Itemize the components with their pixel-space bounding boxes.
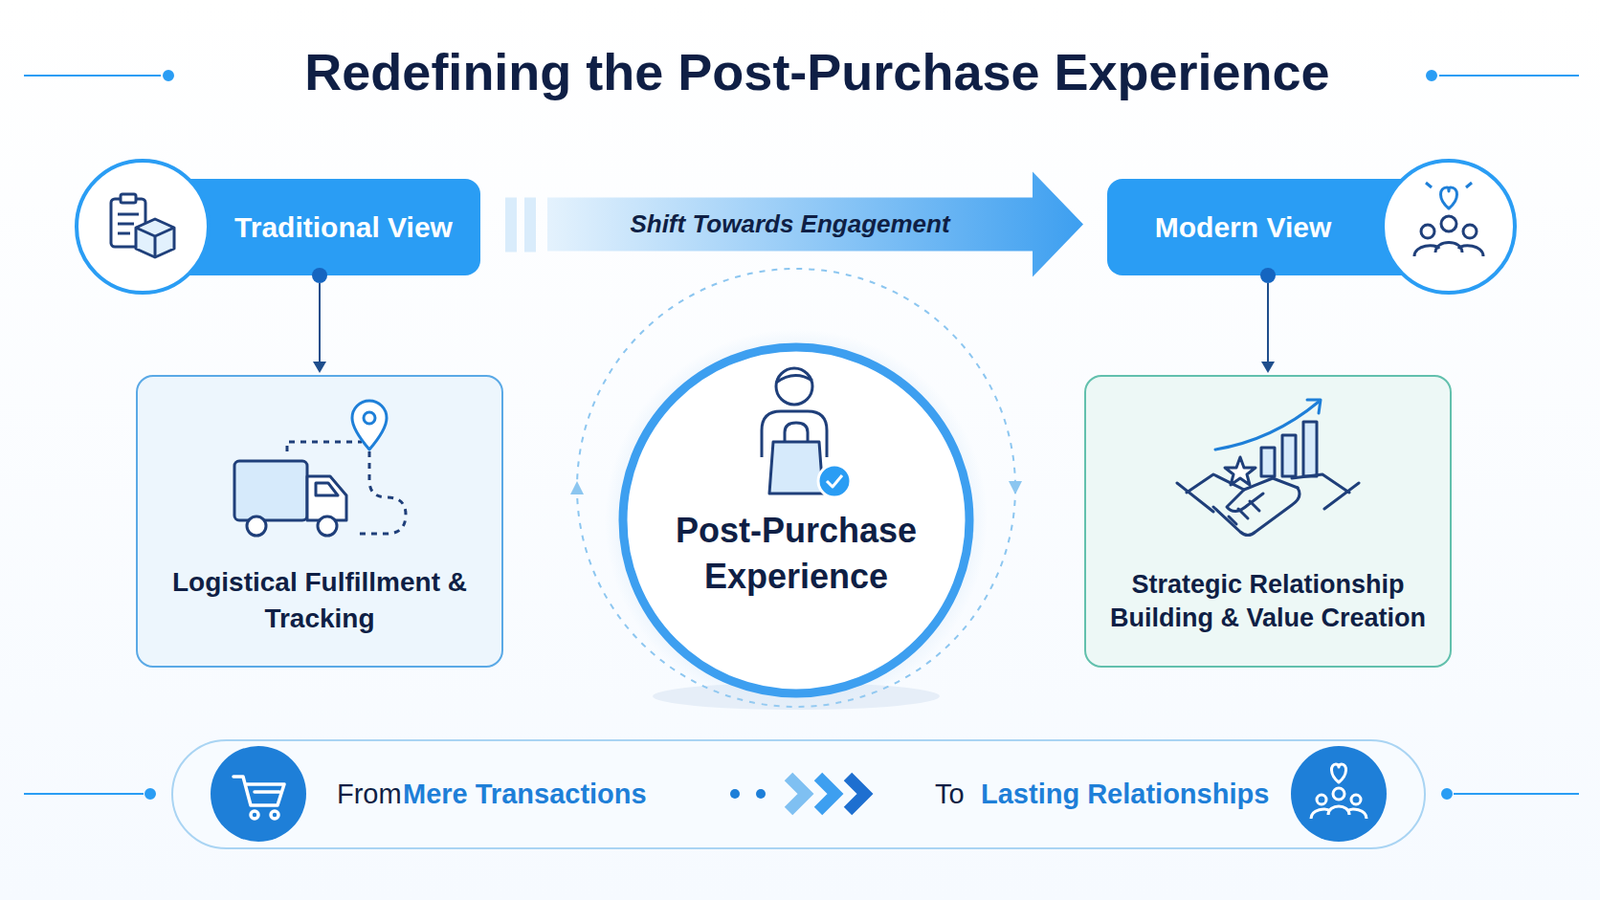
- connector: [311, 267, 328, 374]
- connector-line: [318, 283, 321, 364]
- box-fill: [1084, 375, 1452, 668]
- summary-band: FromMere Transactions To Lasting Relations…: [171, 739, 1426, 850]
- connector-dot: [311, 267, 328, 284]
- circle-label: Post-Purchase Experience: [651, 508, 941, 600]
- arrowhead: [1261, 361, 1275, 374]
- box-label: Logistical Fulfillment & Tracking: [151, 564, 489, 638]
- progress-dots: [730, 789, 766, 800]
- header-label: Traditional View: [234, 210, 453, 245]
- center-circle: Post-Purchase Experience: [622, 347, 970, 694]
- connector-line: [1266, 283, 1269, 364]
- handshake-icon: [1177, 400, 1359, 536]
- arrowhead: [312, 361, 327, 374]
- cart-badge: [210, 746, 307, 843]
- content-box: Strategic Relationship Building & Value …: [1084, 375, 1452, 668]
- title: Redefining the Post-Purchase Experience: [17, 42, 1600, 102]
- circle-fill: [622, 347, 970, 694]
- community-badge: [1290, 746, 1387, 843]
- truck-icon: [234, 400, 406, 536]
- header-label: Modern View: [1155, 210, 1332, 245]
- community-icon: [1311, 764, 1367, 820]
- connector: [505, 172, 1084, 278]
- community-icon: [1414, 182, 1484, 257]
- header-pill: Traditional View: [143, 178, 481, 276]
- cart-icon: [233, 777, 285, 820]
- header-pill: Modern View: [1107, 178, 1443, 276]
- band-phrase: Mere Transactions: [402, 777, 647, 812]
- orbit-arrow: [570, 481, 584, 495]
- orbit-arrow: [1008, 481, 1023, 495]
- shift-arrow: [547, 172, 1084, 278]
- content-box: Logistical Fulfillment & Tracking: [135, 375, 504, 668]
- shopper-icon: [761, 368, 851, 498]
- chevrons: [788, 777, 866, 812]
- box-label: Strategic Relationship Building & Value …: [1095, 568, 1441, 636]
- band-word: To: [934, 777, 965, 812]
- band-stripe: [505, 198, 517, 253]
- band-phrase: Lasting Relationships: [980, 777, 1269, 812]
- box-fill: [135, 375, 504, 668]
- icon-circle: [76, 160, 209, 293]
- band-stripe: [524, 198, 536, 253]
- icon-circle: [1382, 160, 1515, 293]
- circle-glow: [604, 329, 988, 712]
- connector: [1260, 267, 1276, 374]
- connector-dot: [1260, 267, 1276, 284]
- band-fill: [171, 739, 1426, 850]
- edge-label: Shift Towards Engagement: [629, 209, 950, 240]
- clipboard-icon: [111, 194, 175, 258]
- band-word: From: [336, 777, 402, 812]
